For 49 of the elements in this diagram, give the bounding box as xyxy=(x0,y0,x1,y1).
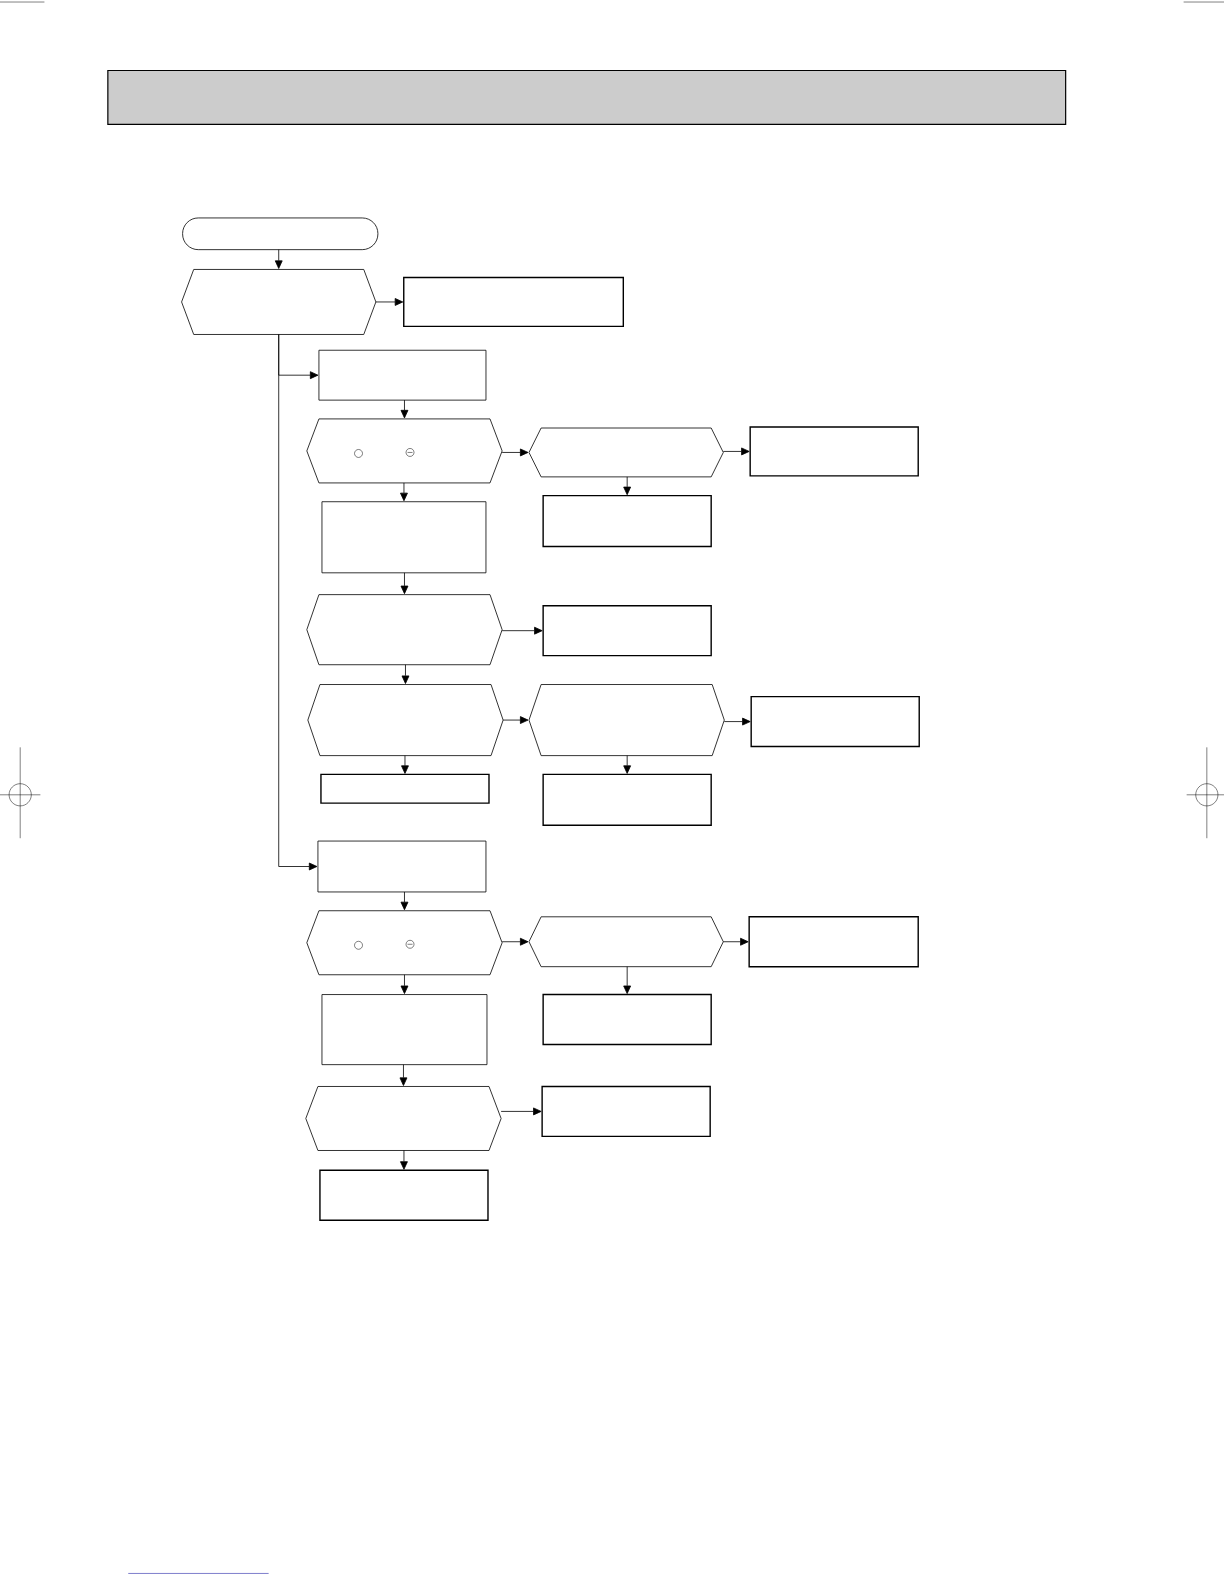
arrow xyxy=(623,476,632,496)
arrow xyxy=(501,937,529,946)
decision-hexagon xyxy=(181,269,377,335)
process-box xyxy=(542,993,712,1046)
process-box xyxy=(542,494,712,548)
process-box xyxy=(319,1169,489,1221)
process-box xyxy=(321,501,487,574)
process-box xyxy=(542,605,712,657)
arrow xyxy=(723,717,751,726)
decision-hexagon xyxy=(307,684,504,756)
decision-hexagon xyxy=(528,916,724,968)
decision-hexagon xyxy=(528,427,724,478)
arrow xyxy=(400,891,409,911)
arrow xyxy=(274,249,283,269)
arrow xyxy=(400,482,408,502)
arrow xyxy=(501,626,543,635)
arrow xyxy=(502,716,529,724)
process-box xyxy=(318,349,487,401)
arrow xyxy=(500,1107,542,1116)
arrow xyxy=(623,755,632,774)
process-box xyxy=(321,994,488,1066)
decision-hexagon xyxy=(528,684,725,756)
arrow xyxy=(623,966,632,994)
arrow xyxy=(501,448,529,457)
decision-hexagon xyxy=(306,910,503,976)
arrow xyxy=(722,447,750,456)
arrow xyxy=(278,334,318,871)
arrow xyxy=(375,298,404,306)
arrow xyxy=(400,399,409,419)
process-box xyxy=(317,840,487,893)
arrow xyxy=(400,974,409,994)
title-banner xyxy=(107,69,1067,125)
arrow xyxy=(401,755,409,774)
terminal-shape xyxy=(182,217,379,251)
process-box xyxy=(320,773,490,804)
decision-hexagon xyxy=(306,594,503,666)
process-box xyxy=(750,695,920,748)
arrow xyxy=(400,572,409,595)
process-box xyxy=(403,276,624,328)
arrow xyxy=(399,1064,408,1086)
arrow xyxy=(400,1150,408,1170)
process-box xyxy=(541,1085,711,1138)
arrow xyxy=(401,664,410,684)
arrow xyxy=(722,937,749,946)
decision-hexagon xyxy=(305,1086,502,1151)
process-box xyxy=(749,426,919,477)
decision-hexagon xyxy=(306,418,503,484)
process-box xyxy=(542,773,712,826)
process-box xyxy=(748,916,919,968)
